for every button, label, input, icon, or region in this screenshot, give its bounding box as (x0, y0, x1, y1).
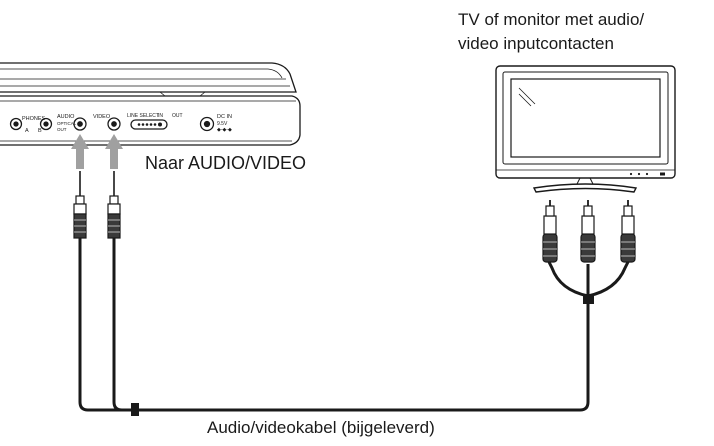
rca-plug-right (620, 200, 636, 263)
panel-label-out: OUT (57, 127, 67, 132)
panel-label-out2: OUT (172, 113, 183, 119)
connector-target-label: Naar AUDIO/VIDEO (145, 153, 307, 173)
panel-label-in: IN (158, 113, 163, 119)
rca-plug-left (542, 200, 558, 263)
arrow-up-icon (71, 134, 89, 169)
tv-label-line1: TV of monitor met audio/ (458, 10, 645, 29)
panel-label-line-select: LINE SELECT (127, 113, 159, 119)
panel-label-phones-b: B (38, 128, 42, 134)
av-cable (78, 238, 590, 412)
dvd-player (0, 62, 301, 146)
tv-label-line2: video inputcontacten (458, 34, 614, 53)
insert-arrows (71, 134, 123, 169)
mini-plug-video (107, 171, 121, 239)
cable-junction (131, 403, 139, 416)
dvd-panel-jacks (9, 116, 215, 132)
panel-label-voltage: 9.5V (217, 121, 228, 127)
cable-splitter (583, 294, 594, 304)
panel-label-audio: AUDIO (57, 114, 75, 120)
line-select-switch (130, 119, 168, 130)
tv-label: TV of monitor met audio/ video inputcont… (458, 8, 644, 56)
arrow-up-icon (105, 134, 123, 169)
mini-plug-audio (73, 171, 87, 239)
panel-label-video: VIDEO (93, 114, 111, 120)
svg-text:◆-◆-◆: ◆-◆-◆ (217, 127, 232, 133)
rca-plug-middle (580, 200, 596, 263)
panel-label-phones: PHONES (22, 116, 46, 122)
panel-label-dc-in: DC IN (217, 114, 232, 120)
cable-caption: Audio/videokabel (bijgeleverd) (207, 418, 435, 437)
panel-label-optical: OPTICAL (57, 121, 77, 126)
panel-label-phones-a: A (25, 128, 29, 134)
tv-monitor (495, 65, 676, 193)
